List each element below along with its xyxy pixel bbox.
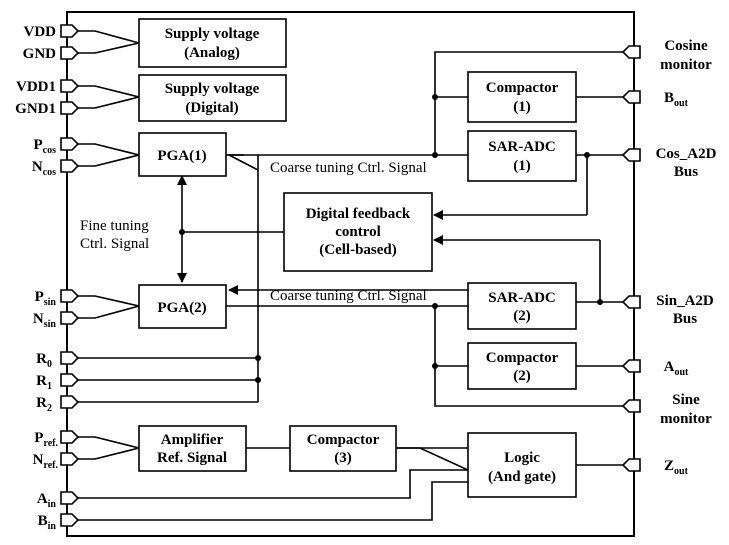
pin-pcos: Pcos xyxy=(33,137,56,156)
compactor1-line1: Compactor xyxy=(486,80,559,96)
fine-tuning-line1: Fine tuning xyxy=(80,218,149,234)
pga1-block xyxy=(138,132,227,177)
compactor2-block xyxy=(467,342,577,390)
digital-feedback-block xyxy=(283,192,433,272)
pin-vdd: VDD xyxy=(24,24,57,40)
supply-analog-line2: (Analog) xyxy=(184,45,240,61)
supply-analog-line1: Supply voltage xyxy=(165,26,260,42)
pin-r1: R1 xyxy=(36,373,52,392)
pin-cosine-monitor-line2: monitor xyxy=(660,57,712,73)
digital-feedback-line1: Digital feedback xyxy=(306,206,411,222)
pin-sin-a2d-line1: Sin_A2D xyxy=(656,293,714,309)
pin-ain: Ain xyxy=(37,491,57,510)
sar-adc1-block xyxy=(467,130,577,182)
pin-cos-a2d-line1: Cos_A2D xyxy=(656,146,717,162)
left-pin-connectors xyxy=(60,24,80,527)
sar-adc2-block xyxy=(467,282,577,330)
digital-feedback-line2: control xyxy=(335,224,381,240)
compactor2-line2: (2) xyxy=(513,368,531,384)
amplifier-block xyxy=(138,425,247,472)
pin-bin: Bin xyxy=(38,513,57,532)
pga1-label: PGA(1) xyxy=(157,148,206,164)
pin-r2: R2 xyxy=(36,395,52,414)
amplifier-line1: Amplifier xyxy=(161,432,224,448)
junction-dots xyxy=(179,94,603,383)
sar-adc2-line1: SAR-ADC xyxy=(488,290,556,306)
pga2-label: PGA(2) xyxy=(157,300,206,316)
logic-line2: (And gate) xyxy=(488,469,556,485)
compactor3-line2: (3) xyxy=(334,450,352,466)
pin-sine-monitor-line1: Sine xyxy=(672,392,700,408)
fine-tuning-line2: Ctrl. Signal xyxy=(80,236,149,252)
sar-adc2-line2: (2) xyxy=(513,308,531,324)
pin-nref: Nref. xyxy=(33,452,59,471)
pin-gnd: GND xyxy=(23,46,57,62)
pga2-block xyxy=(138,284,227,329)
compactor3-line1: Compactor xyxy=(307,432,380,448)
supply-digital-block xyxy=(138,74,287,122)
compactor1-line2: (1) xyxy=(513,99,531,115)
coarse-tuning-label-2: Coarse tuning Ctrl. Signal xyxy=(270,288,427,304)
digital-feedback-line3: (Cell-based) xyxy=(319,242,397,258)
pin-vdd1: VDD1 xyxy=(16,79,56,95)
wires xyxy=(78,30,624,521)
pin-psin: Psin xyxy=(35,289,57,308)
supply-digital-line2: (Digital) xyxy=(185,100,238,116)
compactor1-block xyxy=(467,71,577,123)
sar-adc1-line2: (1) xyxy=(513,158,531,174)
compactor2-line1: Compactor xyxy=(486,350,559,366)
chip-boundary xyxy=(66,11,635,537)
pin-cosine-monitor-line1: Cosine xyxy=(664,38,708,54)
pin-zout: Zout xyxy=(664,458,689,477)
pin-sine-monitor-line2: monitor xyxy=(660,411,712,427)
coarse-tuning-label-1: Coarse tuning Ctrl. Signal xyxy=(270,160,427,176)
compactor3-block xyxy=(289,425,397,472)
pin-gnd1: GND1 xyxy=(15,101,56,117)
pin-bout: Bout xyxy=(664,90,689,109)
pin-aout: Aout xyxy=(664,359,689,378)
pin-r0: R0 xyxy=(36,351,52,370)
logic-line1: Logic xyxy=(504,450,540,466)
pin-cos-a2d-line2: Bus xyxy=(674,164,698,180)
right-pin-connectors xyxy=(621,45,641,472)
sar-adc1-line1: SAR-ADC xyxy=(488,139,556,155)
pin-sin-a2d-line2: Bus xyxy=(673,311,697,327)
supply-analog-block xyxy=(138,18,287,68)
supply-digital-line1: Supply voltage xyxy=(165,81,260,97)
pin-nsin: Nsin xyxy=(33,311,57,330)
amplifier-line2: Ref. Signal xyxy=(157,450,227,466)
logic-block xyxy=(467,432,577,498)
pin-ncos: Ncos xyxy=(32,159,56,178)
pin-pref: Pref. xyxy=(34,430,58,449)
